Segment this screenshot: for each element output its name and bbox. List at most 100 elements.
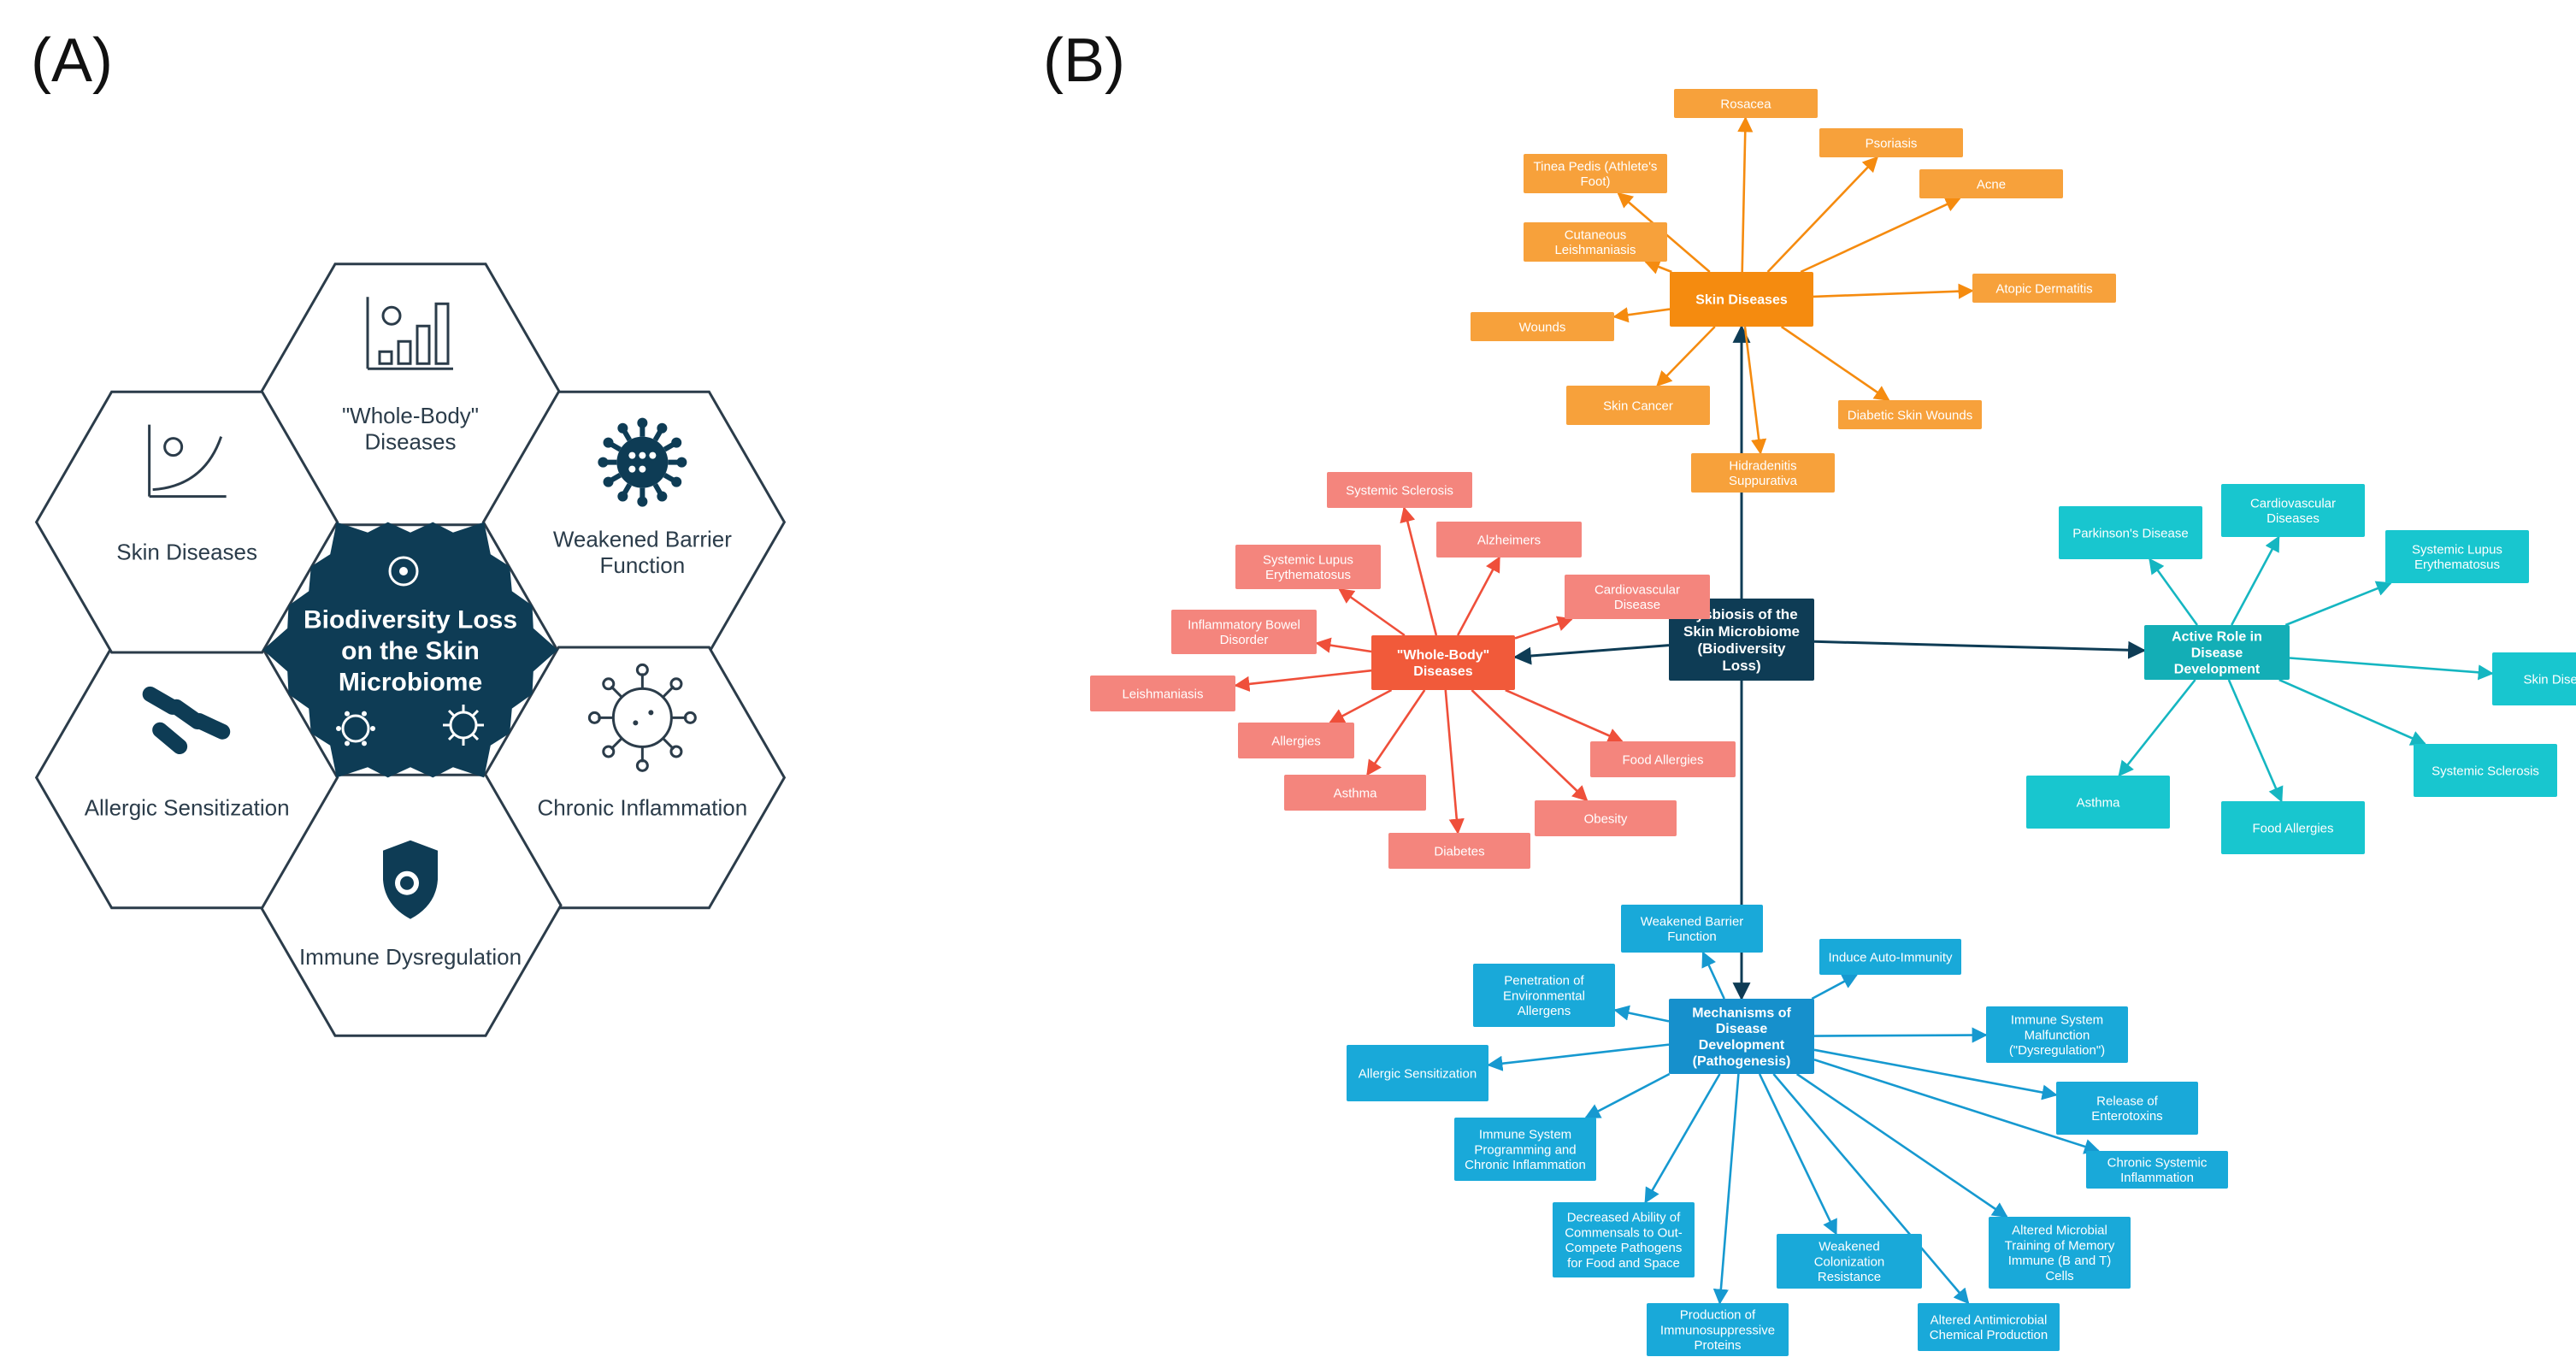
skin-leaf-edge: [1780, 325, 1890, 402]
mech-leaf-edge: [1712, 1073, 1740, 1305]
mech-leaf-node: Allergic Sensitization: [1347, 1045, 1488, 1101]
skin-leaf-node: Diabetic Skin Wounds: [1838, 400, 1982, 429]
active-leaf-node-label: Erythematosus: [2414, 558, 2500, 572]
whole-leaf-edge: [1471, 689, 1589, 802]
mech-leaf-node-label: Altered Antimicrobial: [1931, 1313, 2048, 1327]
skin-leaf-node-box: [1524, 222, 1667, 262]
panel-b-label: (B): [1043, 27, 1125, 95]
hex-label: Allergic Sensitization: [85, 794, 290, 820]
skin-leaf-node-label: Hidradenitis: [1729, 458, 1796, 473]
active-leaf-node: Parkinson's Disease: [2059, 506, 2202, 559]
mech-leaf-edge: [1758, 1073, 1837, 1236]
mech-leaf-node-label: Immunosuppressive: [1660, 1323, 1775, 1337]
mech-leaf-node-box: [1553, 1202, 1695, 1277]
active-leaf-node-box: [2221, 484, 2365, 537]
whole-leaf-node-label: Alzheimers: [1477, 533, 1541, 547]
mech-leaf-node-box: [2056, 1082, 2198, 1135]
skin-leaf-edge: [1656, 326, 1716, 387]
mech-leaf-node-label: Colonization: [1814, 1254, 1885, 1269]
skin-leaf-node-box: [1691, 453, 1835, 493]
hex-whole-body: "Whole-Body"Diseases: [258, 263, 563, 527]
whole-leaf-node: Asthma: [1284, 775, 1426, 811]
skin-leaf-edge: [1612, 307, 1671, 323]
mech-leaf-node-label: Proteins: [1694, 1338, 1741, 1353]
mech-leaf-edge: [1613, 1005, 1670, 1023]
mech-leaf-node-label: for Food and Space: [1567, 1256, 1680, 1271]
mech-leaf-node: Immune SystemMalfunction("Dysregulation"…: [1986, 1006, 2128, 1063]
skin-leaf-node-label: Tinea Pedis (Athlete's: [1534, 159, 1658, 174]
mech-leaf-node-box: [1989, 1217, 2131, 1289]
active-leaf-edge: [2118, 679, 2196, 777]
mech-leaf-node-box: [1986, 1006, 2128, 1063]
whole-leaf-node-label: Obesity: [1584, 811, 1628, 826]
mech-leaf-node-label: Allergens: [1518, 1004, 1571, 1018]
mech-leaf-node-label: Enterotoxins: [2091, 1109, 2162, 1124]
mech-leaf-node-label: Inflammation: [2120, 1171, 2194, 1185]
center-hex-label: Biodiversity Loss: [304, 605, 517, 634]
active-hub-node-label: Active Role in: [2172, 630, 2262, 645]
mech-leaf-node-box: [1347, 1045, 1488, 1101]
active-leaf-node-label: Cardiovascular: [2250, 496, 2336, 510]
skin-leaf-edge: [1644, 259, 1672, 274]
skin-hub-node-label: Skin Diseases: [1695, 293, 1788, 308]
mech-leaf-node-label: ("Dysregulation"): [2009, 1043, 2105, 1058]
mech-leaf-node-box: [1621, 905, 1763, 953]
active-leaf-node-box: [2221, 801, 2365, 854]
mech-hub-node-label: Disease: [1716, 1022, 1768, 1036]
skin-leaf-node-box: [1972, 274, 2116, 303]
hex-label: Diseases: [365, 429, 457, 455]
mech-leaf-node-label: Training of Memory: [2005, 1238, 2115, 1253]
whole-leaf-node: Food Allergies: [1590, 741, 1736, 777]
skin-leaf-node-label: Acne: [1977, 177, 2006, 192]
mech-leaf-node-label: Production of: [1680, 1308, 1756, 1323]
active-leaf-edge: [2289, 657, 2494, 681]
mech-leaf-node-box: [1819, 939, 1961, 975]
mech-leaf-node-label: Induce Auto-Immunity: [1828, 950, 1953, 965]
active-leaf-edge: [2284, 581, 2392, 627]
mech-leaf-node-label: Allergic Sensitization: [1359, 1066, 1477, 1081]
whole-hub-node-label: "Whole-Body": [1397, 648, 1490, 663]
active-leaf-node-box: [2385, 530, 2529, 583]
whole-leaf-edge: [1338, 587, 1406, 637]
mech-leaf-node-label: Chronic Inflammation: [1465, 1158, 1586, 1172]
mech-leaf-node-label: Function: [1667, 929, 1717, 944]
active-leaf-node: Skin Diseases: [2492, 652, 2576, 705]
hex-label: Chronic Inflammation: [538, 794, 748, 820]
hex-outline: [34, 390, 339, 654]
whole-leaf-node-label: Food Allergies: [1622, 752, 1703, 767]
whole-leaf-edge: [1329, 688, 1393, 724]
skin-leaf-node-label: Psoriasis: [1866, 136, 1918, 150]
skin-leaf-node: Psoriasis: [1819, 128, 1963, 157]
active-leaf-node-label: Food Allergies: [2252, 821, 2333, 835]
mech-leaf-node-label: Cells: [2045, 1269, 2073, 1283]
whole-leaf-node-label: Systemic Sclerosis: [1346, 483, 1453, 498]
active-hub-node-label: Development: [2174, 662, 2261, 676]
active-leaf-node-box: [2059, 506, 2202, 559]
virus-icon: [598, 417, 687, 507]
whole-leaf-node-box: [1590, 741, 1736, 777]
skin-leaf-edge: [1737, 116, 1754, 273]
active-leaf-node-label: Systemic Lupus: [2412, 542, 2502, 557]
mech-leaf-node-label: Resistance: [1818, 1270, 1881, 1284]
mech-leaf-node-label: Chronic Systemic: [2107, 1155, 2208, 1170]
mech-leaf-node-label: Compete Pathogens: [1565, 1241, 1683, 1255]
active-leaf-node: Food Allergies: [2221, 801, 2365, 854]
mech-leaf-edge: [1487, 1043, 1670, 1071]
active-hub-node-label: Disease: [2191, 646, 2243, 661]
mech-leaf-node-label: Weakened: [1819, 1240, 1879, 1254]
whole-leaf-node-label: Cardiovascular: [1595, 582, 1680, 597]
skin-leaf-node-label: Leishmaniasis: [1554, 243, 1636, 257]
mech-leaf-node-label: Immune System: [2011, 1013, 2103, 1028]
